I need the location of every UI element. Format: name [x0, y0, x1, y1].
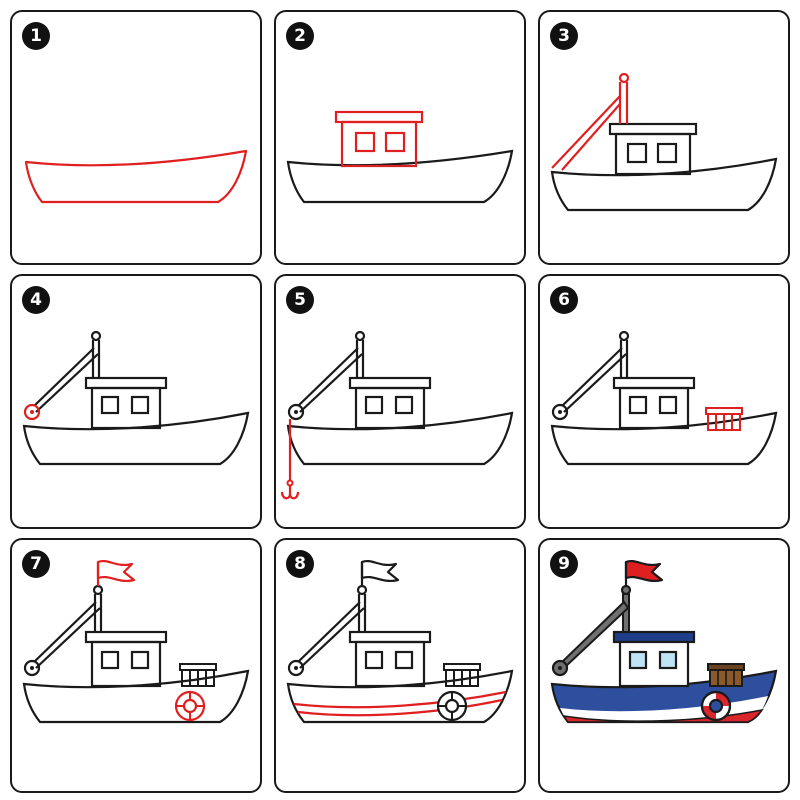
hull-stripes-drawing — [286, 560, 514, 724]
step-panel-8: 8 — [274, 538, 526, 793]
hook-line-drawing — [280, 330, 514, 500]
step-number-badge: 6 — [550, 286, 578, 314]
step-panel-4: 4 — [10, 274, 262, 529]
step-number-badge: 5 — [286, 286, 314, 314]
step-number-badge: 7 — [22, 550, 50, 578]
step-panel-1: 1 — [10, 10, 262, 265]
step-number-badge: 3 — [550, 22, 578, 50]
step-number-badge: 2 — [286, 22, 314, 50]
step-panel-7: 7 — [10, 538, 262, 793]
hull-outline-drawing — [24, 149, 248, 204]
step-number-badge: 9 — [550, 550, 578, 578]
step-panel-9: 9 — [538, 538, 790, 793]
colored-boat-drawing — [550, 560, 778, 724]
step-number-badge: 1 — [22, 22, 50, 50]
step-panel-2: 2 — [274, 10, 526, 265]
flag-and-lifebuoy-drawing — [22, 560, 250, 724]
cabin-drawing — [286, 110, 514, 204]
step-number-badge: 4 — [22, 286, 50, 314]
step-panel-3: 3 — [538, 10, 790, 265]
mast-and-boom-drawing — [550, 72, 778, 212]
step-panel-5: 5 — [274, 274, 526, 529]
step-number-badge: 8 — [286, 550, 314, 578]
crate-drawing — [550, 330, 778, 466]
crane-pulley-drawing — [22, 330, 250, 466]
step-panel-6: 6 — [538, 274, 790, 529]
